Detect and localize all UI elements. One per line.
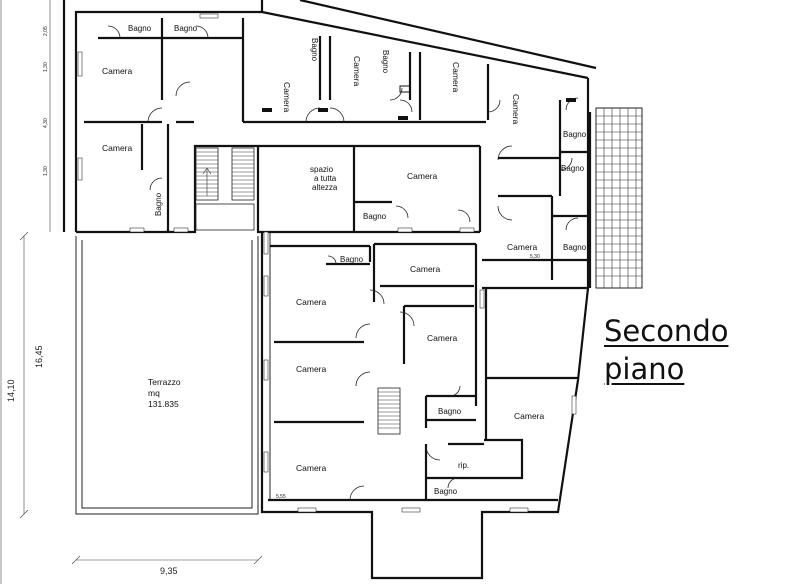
label-bagno-ne3: Bagno xyxy=(563,243,587,252)
label-bagno-s: Bagno xyxy=(434,487,458,496)
label-camera-c1: Camera xyxy=(296,297,327,307)
label-bagno-c2: Bagno xyxy=(438,407,462,416)
label-camera-w: Camera xyxy=(102,143,133,153)
dim-height-inner: 16,45 xyxy=(34,345,44,368)
dim-corridor-1: 5,30 xyxy=(530,254,540,260)
terrace xyxy=(75,236,259,515)
floor-title-line-1: Secondo xyxy=(604,314,729,348)
label-spazio-1: spazio xyxy=(310,165,334,174)
room-labels: Bagno Bagno Camera Camera Bagno Camera B… xyxy=(102,24,587,496)
label-camera-c2: Camera xyxy=(410,264,441,274)
dim-segment-4: 1,30 xyxy=(43,166,49,176)
label-bagno-ne1: Bagno xyxy=(563,130,587,139)
label-spazio-2: a tutta xyxy=(314,174,337,183)
interior-walls-south xyxy=(270,242,578,500)
label-terrazzo-2: mq xyxy=(148,388,160,398)
label-terrazzo-3: 131.835 xyxy=(148,399,179,409)
label-camera-nw: Camera xyxy=(102,66,133,76)
staircase-south xyxy=(377,387,401,435)
dim-corridor-2: 5,55 xyxy=(276,494,286,500)
wall-markers xyxy=(262,85,576,120)
floor-title-line-2: piano xyxy=(604,352,685,386)
dimension-labels: 9,35 14,10 16,45 5,30 5,55 2,05 1,30 4,3… xyxy=(6,26,540,576)
label-bagno-ne2: Bagno xyxy=(561,164,585,173)
label-camera-n3: Camera xyxy=(451,62,461,93)
dim-segment-1: 2,05 xyxy=(43,26,49,36)
label-spazio-3: altezza xyxy=(312,183,338,192)
label-bagno-n2: Bagno xyxy=(381,50,390,74)
label-bagno-n1: Bagno xyxy=(310,38,319,62)
dim-segment-2: 1,30 xyxy=(43,62,49,72)
label-camera-e: Camera xyxy=(507,242,538,252)
label-bagno-c: Bagno xyxy=(340,255,364,264)
door-swings xyxy=(107,25,579,501)
label-bagno-w: Bagno xyxy=(154,192,163,216)
label-bagno-top-2: Bagno xyxy=(174,24,198,33)
label-bagno-top-1: Bagno xyxy=(128,24,152,33)
label-camera-se: Camera xyxy=(514,411,545,421)
label-camera-n1: Camera xyxy=(282,82,292,113)
windows xyxy=(77,13,577,513)
east-balcony xyxy=(595,107,643,289)
label-camera-c4: Camera xyxy=(296,364,327,374)
dim-total-width: 9,35 xyxy=(160,566,178,576)
label-camera-c3: Camera xyxy=(427,333,458,343)
dim-segment-3: 4,30 xyxy=(43,118,49,128)
dim-height-outer: 14,10 xyxy=(6,379,16,402)
label-bagno-mid: Bagno xyxy=(363,212,387,221)
label-camera-c5: Camera xyxy=(296,463,327,473)
label-rip: rip. xyxy=(458,461,469,470)
dimension-lines xyxy=(0,0,263,584)
label-camera-ne: Camera xyxy=(511,94,521,125)
floor-title: Secondo piano xyxy=(604,312,764,388)
label-camera-n2: Camera xyxy=(352,56,362,87)
interior-walls-north xyxy=(84,18,592,288)
label-terrazzo-1: Terrazzo xyxy=(148,377,181,387)
staircase-north xyxy=(195,147,255,231)
label-camera-mid: Camera xyxy=(407,171,438,181)
